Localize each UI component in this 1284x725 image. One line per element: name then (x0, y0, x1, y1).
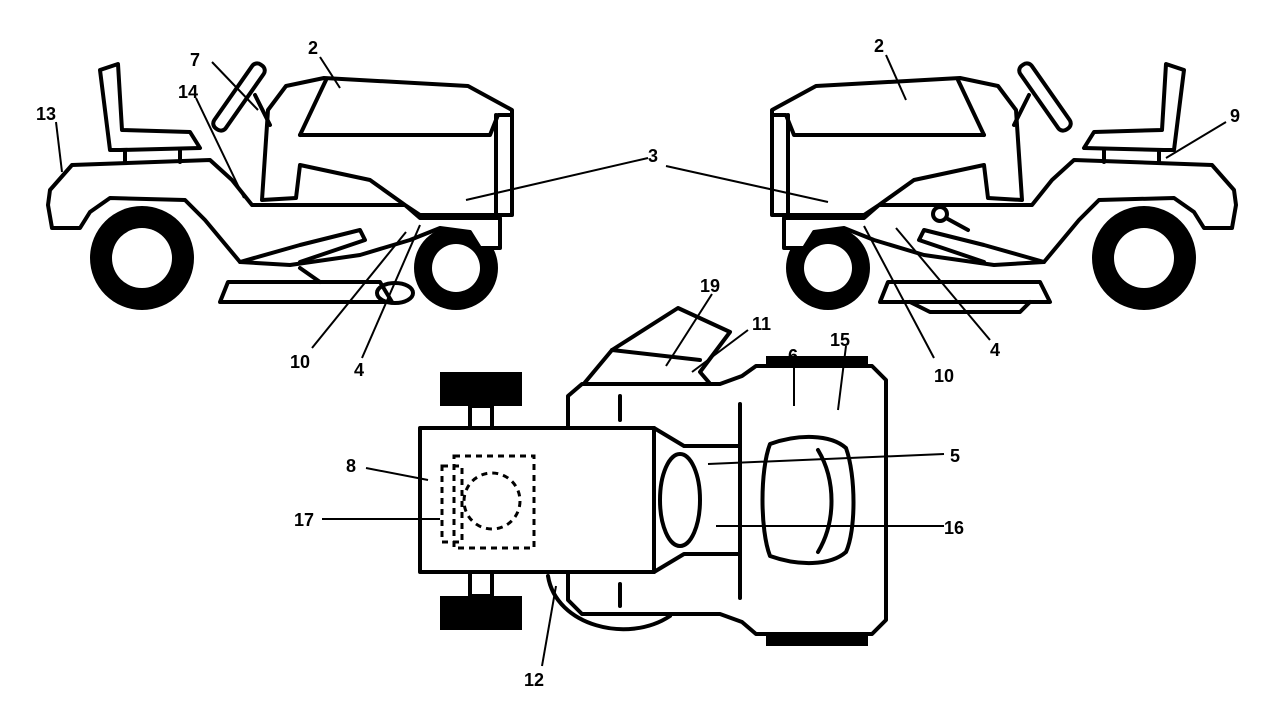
callout-3: 3 (648, 146, 658, 166)
callout-17: 17 (294, 510, 314, 530)
callout-right-2: 2 (874, 36, 884, 56)
callout-5: 5 (950, 446, 960, 466)
callout-right-10: 10 (934, 366, 954, 386)
callout-11: 11 (752, 314, 771, 334)
callout-15: 15 (830, 330, 850, 350)
callout-left-4: 4 (354, 360, 364, 380)
callout-16: 16 (944, 518, 964, 538)
callout-right-4: 4 (990, 340, 1000, 360)
callout-left-2: 2 (308, 38, 318, 58)
callout-left-7: 7 (190, 50, 200, 70)
right-callout-leaders (665, 54, 1227, 359)
callout-right-9: 9 (1230, 106, 1240, 126)
left-callout-leaders (55, 56, 649, 359)
callout-19: 19 (700, 276, 720, 296)
mower-top-view (418, 306, 888, 646)
callout-12: 12 (524, 670, 544, 690)
callout-left-10: 10 (290, 352, 310, 372)
mower-left-side-view (46, 61, 514, 310)
callout-left-13: 13 (36, 104, 56, 124)
callout-8: 8 (346, 456, 356, 476)
top-callout-leaders (322, 293, 945, 667)
mower-right-side-view (770, 61, 1238, 314)
callout-left-14: 14 (178, 82, 198, 102)
callout-6: 6 (788, 346, 798, 366)
